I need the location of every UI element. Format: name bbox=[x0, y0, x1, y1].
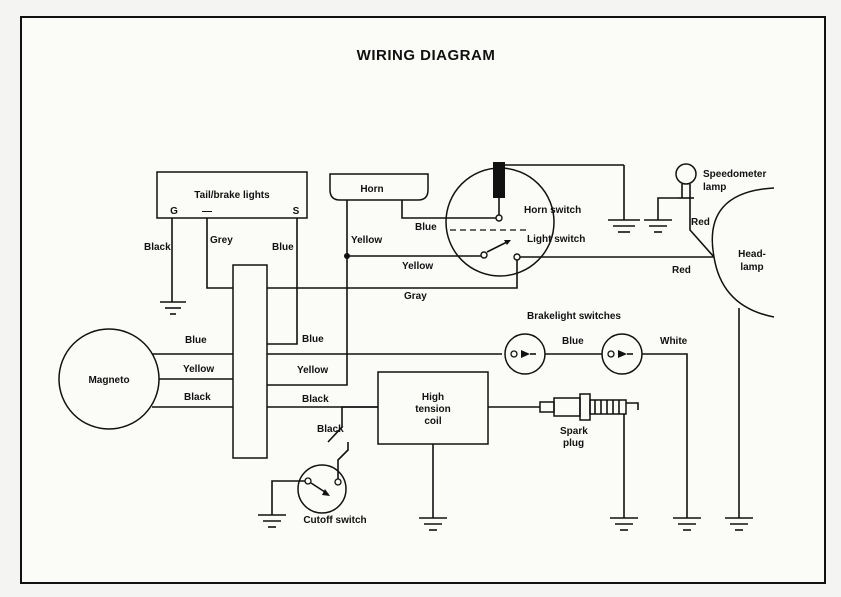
coil-label-3: coil bbox=[424, 416, 441, 427]
speedometer-lamp-label-1: Speedometer bbox=[703, 169, 766, 180]
diagram-frame: WIRING DIAGRAM Tail/brake lights G — S H… bbox=[20, 16, 826, 584]
wire-label-gray-main: Gray bbox=[404, 291, 427, 302]
wire-label-blue-horn: Blue bbox=[415, 222, 437, 233]
wire-label-red-speedo: Red bbox=[691, 217, 710, 228]
wire-label-white-brake: White bbox=[660, 336, 688, 347]
wire-label-blue-mag: Blue bbox=[185, 335, 207, 346]
wire-label-yellow-horn: Yellow bbox=[351, 235, 382, 246]
wire-white-brake bbox=[642, 353, 688, 518]
wire-black-coil bbox=[327, 406, 378, 443]
spark-plug-label-1: Spark bbox=[560, 426, 588, 437]
wiring-diagram: WIRING DIAGRAM Tail/brake lights G — S H… bbox=[58, 47, 775, 531]
coil-label-2: tension bbox=[415, 404, 451, 415]
cutoff-switch-label: Cutoff switch bbox=[303, 515, 366, 526]
wire-label-yellow-out: Yellow bbox=[297, 365, 328, 376]
horn-light-switch-assembly: Horn switch Light switch bbox=[445, 162, 625, 277]
light-switch-label: Light switch bbox=[527, 234, 585, 245]
wire-label-blue-tail: Blue bbox=[272, 242, 294, 253]
horn-switch-label: Horn switch bbox=[524, 205, 581, 216]
ground-symbol-horn-switch bbox=[608, 219, 640, 233]
tail-terminal-s: S bbox=[293, 206, 300, 217]
magneto: Magneto bbox=[58, 328, 160, 430]
spark-plug-label-2: plug bbox=[563, 438, 584, 449]
speedometer-lamp: Speedometer lamp bbox=[644, 163, 766, 258]
wire-label-blue-brake: Blue bbox=[562, 336, 584, 347]
speedometer-lamp-label-2: lamp bbox=[703, 182, 726, 193]
brakelight-switches-label: Brakelight switches bbox=[527, 311, 621, 322]
switch-button-icon bbox=[493, 162, 505, 198]
wire-blue-horn bbox=[401, 200, 496, 219]
wire-gray-main bbox=[267, 260, 518, 289]
wire-label-yellow-mag: Yellow bbox=[183, 364, 214, 375]
horn-label: Horn bbox=[360, 184, 383, 195]
wire-label-blue-out: Blue bbox=[302, 334, 324, 345]
tail-terminal-dash: — bbox=[202, 206, 212, 217]
wire-blue-tail bbox=[267, 218, 298, 345]
wire-label-black-coil: Black bbox=[317, 424, 344, 435]
tail-brake-lights-label: Tail/brake lights bbox=[194, 190, 270, 201]
headlamp: Head- lamp bbox=[711, 187, 775, 518]
wire-label-grey-tail: Grey bbox=[210, 235, 233, 246]
headlamp-label-2: lamp bbox=[740, 262, 763, 273]
headlamp-label-1: Head- bbox=[738, 249, 766, 260]
wire-yellow-horn bbox=[267, 200, 348, 386]
wire-label-red-head: Red bbox=[672, 265, 691, 276]
tail-brake-lights: Tail/brake lights G — S bbox=[156, 171, 308, 219]
brakelight-switch-1 bbox=[504, 333, 546, 375]
ground-symbols bbox=[258, 514, 753, 531]
spark-plug: Spark plug bbox=[539, 393, 639, 518]
brakelight-switch-2 bbox=[601, 333, 643, 375]
wire-grey-tail bbox=[206, 218, 233, 289]
coil-label-1: High bbox=[422, 392, 444, 403]
magneto-label: Magneto bbox=[88, 375, 129, 386]
junction-block bbox=[232, 264, 268, 459]
diagram-title: WIRING DIAGRAM bbox=[357, 47, 496, 64]
wire-label-yellow-light: Yellow bbox=[402, 261, 433, 272]
cutoff-switch: Cutoff switch bbox=[271, 442, 367, 526]
horn: Horn bbox=[329, 173, 429, 201]
high-tension-coil: High tension coil bbox=[377, 371, 489, 518]
wire-label-black-out: Black bbox=[302, 394, 329, 405]
tail-terminal-g: G bbox=[170, 206, 178, 217]
wire-label-black-mag: Black bbox=[184, 392, 211, 403]
wire-label-black-tail: Black bbox=[144, 242, 171, 253]
